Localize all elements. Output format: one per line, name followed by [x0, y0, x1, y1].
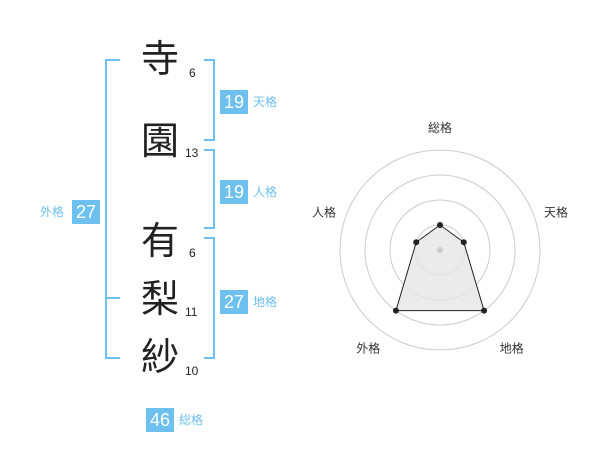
stroke-count-4: 11 [185, 305, 198, 319]
chikaku-bracket [204, 237, 215, 359]
jinkaku-value: 19 [220, 180, 248, 204]
radar-point-人格 [413, 239, 420, 246]
radar-axis-label-1: 天格 [544, 204, 568, 219]
radar-ring-4 [339, 149, 541, 351]
radar-point-外格 [392, 307, 399, 314]
jinkaku-bracket [204, 149, 215, 229]
radar-area [395, 224, 485, 312]
radar-point-天格 [460, 239, 467, 246]
stroke-count-2: 13 [185, 146, 199, 160]
jinkaku-label: 人格 [253, 185, 278, 199]
radar-axis-label-2: 地格 [500, 341, 524, 356]
stroke-count-3: 6 [189, 246, 196, 260]
tenkaku-value: 19 [220, 90, 248, 114]
stroke-count-1: 6 [189, 66, 196, 80]
name-char-5: 紗 [140, 335, 179, 379]
radar-center [437, 247, 443, 253]
radar-point-地格 [481, 307, 488, 314]
gaikaku-bracket [105, 59, 120, 359]
name-char-4: 梨 [140, 277, 179, 321]
name-char-3: 有 [140, 219, 179, 263]
radar-point-総格 [437, 222, 443, 228]
tenkaku-bracket [204, 59, 215, 141]
radar-axis-label-3: 外格 [356, 341, 380, 356]
name-char-1: 寺 [140, 37, 179, 81]
radar-points [392, 222, 488, 314]
radar-ring-3 [364, 174, 516, 326]
chikaku-value: 27 [220, 290, 248, 314]
stroke-count-5: 10 [185, 364, 199, 378]
radar-axis-label-0: 総格 [428, 120, 452, 135]
soukaku-value: 46 [146, 408, 174, 432]
tenkaku-label: 天格 [253, 95, 278, 109]
gaikaku-value: 27 [72, 200, 100, 224]
name-char-2: 園 [140, 119, 179, 163]
radar-axis-label-4: 人格 [312, 204, 336, 219]
soukaku-label: 総格 [179, 413, 204, 427]
chikaku-label: 地格 [253, 295, 278, 309]
gaikaku-label: 外格 [40, 205, 65, 219]
